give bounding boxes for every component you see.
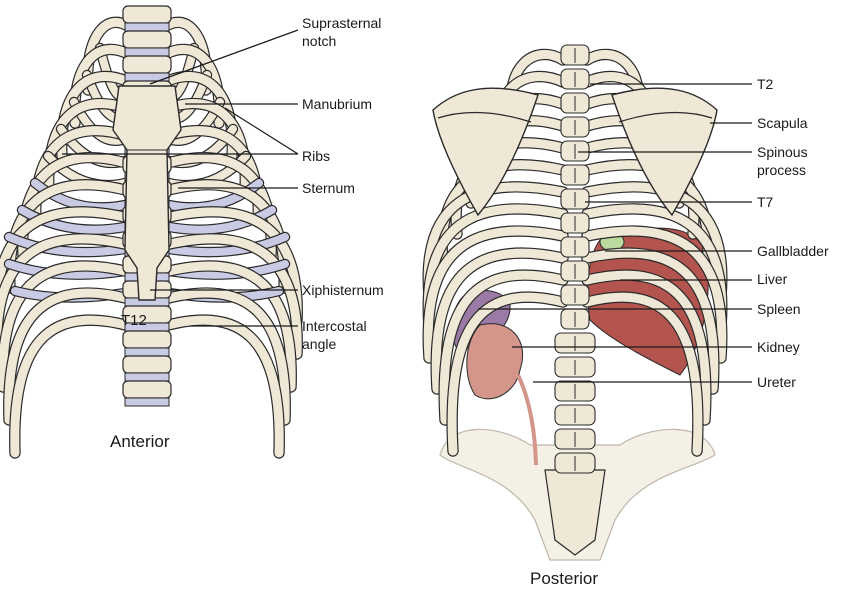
ureter [516,374,538,466]
leader-lines [62,29,752,383]
label-suprasternal-notch: Suprasternal notch [302,14,381,50]
scapular-spine [437,111,532,123]
intervertebral-disc [124,47,170,57]
vertebra [122,380,172,399]
leader-suprasternal-notch [149,29,299,85]
label-t7: T7 [757,194,774,210]
anterior-ribcage [0,5,303,459]
rib [156,234,302,359]
vertebra [122,330,172,349]
label-spinous-process: Spinous process [757,143,808,179]
label-spleen: Spleen [757,301,801,317]
costal-cartilage [5,233,129,257]
leader-ribs-2 [224,107,299,155]
intervertebral-disc [124,397,170,407]
label-line: angle [302,336,337,352]
rib [156,207,302,326]
rib [582,292,703,456]
caption-anterior: Anterior [110,432,170,451]
label-line: process [757,162,807,178]
rib [156,288,290,425]
costal-cartilage [18,206,129,234]
intervertebral-disc [124,372,170,382]
costal-cartilage [165,206,276,234]
label-scapula: Scapula [757,115,808,131]
rib-front [31,179,129,212]
scapula [432,87,539,217]
label-ureter: Ureter [757,374,796,390]
label-line: Intercostal [302,318,367,334]
rib [431,248,568,394]
rib [447,292,568,456]
label-liver: Liver [757,271,788,287]
rib [156,261,296,392]
rib [439,270,568,425]
label-kidney: Kidney [757,339,800,355]
rib-outline [155,314,285,459]
label-t12: T12 [121,312,147,329]
label-gallbladder: Gallbladder [757,243,829,259]
label-xiphisternum: Xiphisternum [302,282,384,298]
rib [4,288,138,425]
label-manubrium: Manubrium [302,96,373,112]
rib [423,226,568,363]
label-line: Suprasternal [302,15,382,31]
rib [0,234,138,358]
vertebra [122,30,172,49]
label-intercostal-angle: Intercostal angle [302,317,367,353]
caption-posterior: Posterior [530,569,599,588]
intervertebral-disc [124,22,170,32]
vertebra [122,355,172,374]
label-t2: T2 [757,76,774,92]
label-ribs: Ribs [302,148,331,164]
vertebra [122,5,172,24]
rib-front [165,179,263,212]
costal-cartilage [165,233,289,257]
rib [582,226,727,363]
intervertebral-disc [124,347,170,357]
rib [0,261,138,392]
label-line: Spinous [757,144,808,160]
rib [10,315,138,458]
label-line: notch [302,33,337,49]
rib [582,270,711,425]
label-sternum: Sternum [302,180,355,196]
posterior-ribcage [422,44,728,561]
sacrum [544,469,606,556]
kidney [466,323,524,400]
rib [0,207,138,325]
scapular-spine [618,111,713,123]
vertebra [122,55,172,74]
rib [156,315,284,458]
